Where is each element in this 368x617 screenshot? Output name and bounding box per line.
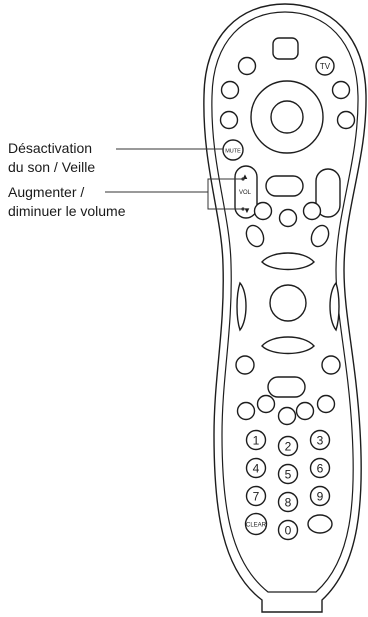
key-0-label: 0 bbox=[285, 524, 292, 538]
row-circle-1[interactable] bbox=[238, 403, 255, 420]
blank-bottom-button[interactable] bbox=[308, 515, 332, 533]
key-3-label: 3 bbox=[317, 434, 324, 448]
key-1-label: 1 bbox=[253, 434, 260, 448]
row-circle-4[interactable] bbox=[297, 403, 314, 420]
row-circle-2[interactable] bbox=[258, 396, 275, 413]
nav-down-button[interactable] bbox=[262, 337, 314, 354]
volume-down-callout-dot bbox=[241, 207, 244, 210]
key-7-label: 7 bbox=[253, 490, 260, 504]
key-6-label: 6 bbox=[317, 462, 324, 476]
volume-label: VOL bbox=[239, 190, 252, 196]
side-circle-right[interactable] bbox=[322, 356, 340, 374]
top-button[interactable] bbox=[273, 38, 298, 59]
key-9-label: 9 bbox=[317, 490, 324, 504]
volume-up-callout-dot bbox=[241, 177, 244, 180]
nav-up-button[interactable] bbox=[262, 253, 314, 270]
circle-button-b[interactable] bbox=[280, 210, 297, 227]
right-button-1[interactable] bbox=[333, 82, 350, 99]
circle-button-c[interactable] bbox=[304, 203, 321, 220]
clear-button-label: CLEAR bbox=[246, 523, 267, 529]
nav-center-button[interactable] bbox=[270, 285, 306, 321]
ok-button[interactable] bbox=[271, 101, 303, 133]
row-circle-5[interactable] bbox=[318, 396, 335, 413]
key-2-label: 2 bbox=[285, 440, 292, 454]
left-button-2[interactable] bbox=[222, 82, 239, 99]
side-circle-left[interactable] bbox=[236, 356, 254, 374]
circle-button-a[interactable] bbox=[255, 203, 272, 220]
mute-button-label: MUTE bbox=[225, 149, 241, 155]
tv-button-label: TV bbox=[320, 62, 331, 71]
volume-down-glyph: ▼ bbox=[243, 206, 251, 215]
lower-pill-button[interactable] bbox=[268, 377, 305, 397]
left-button-3[interactable] bbox=[221, 112, 238, 129]
left-button-1[interactable] bbox=[239, 58, 256, 75]
row-circle-3[interactable] bbox=[279, 408, 296, 425]
key-8-label: 8 bbox=[285, 496, 292, 510]
right-button-2[interactable] bbox=[338, 112, 355, 129]
middle-pill-button[interactable] bbox=[266, 176, 303, 196]
key-5-label: 5 bbox=[285, 468, 292, 482]
key-4-label: 4 bbox=[253, 462, 260, 476]
